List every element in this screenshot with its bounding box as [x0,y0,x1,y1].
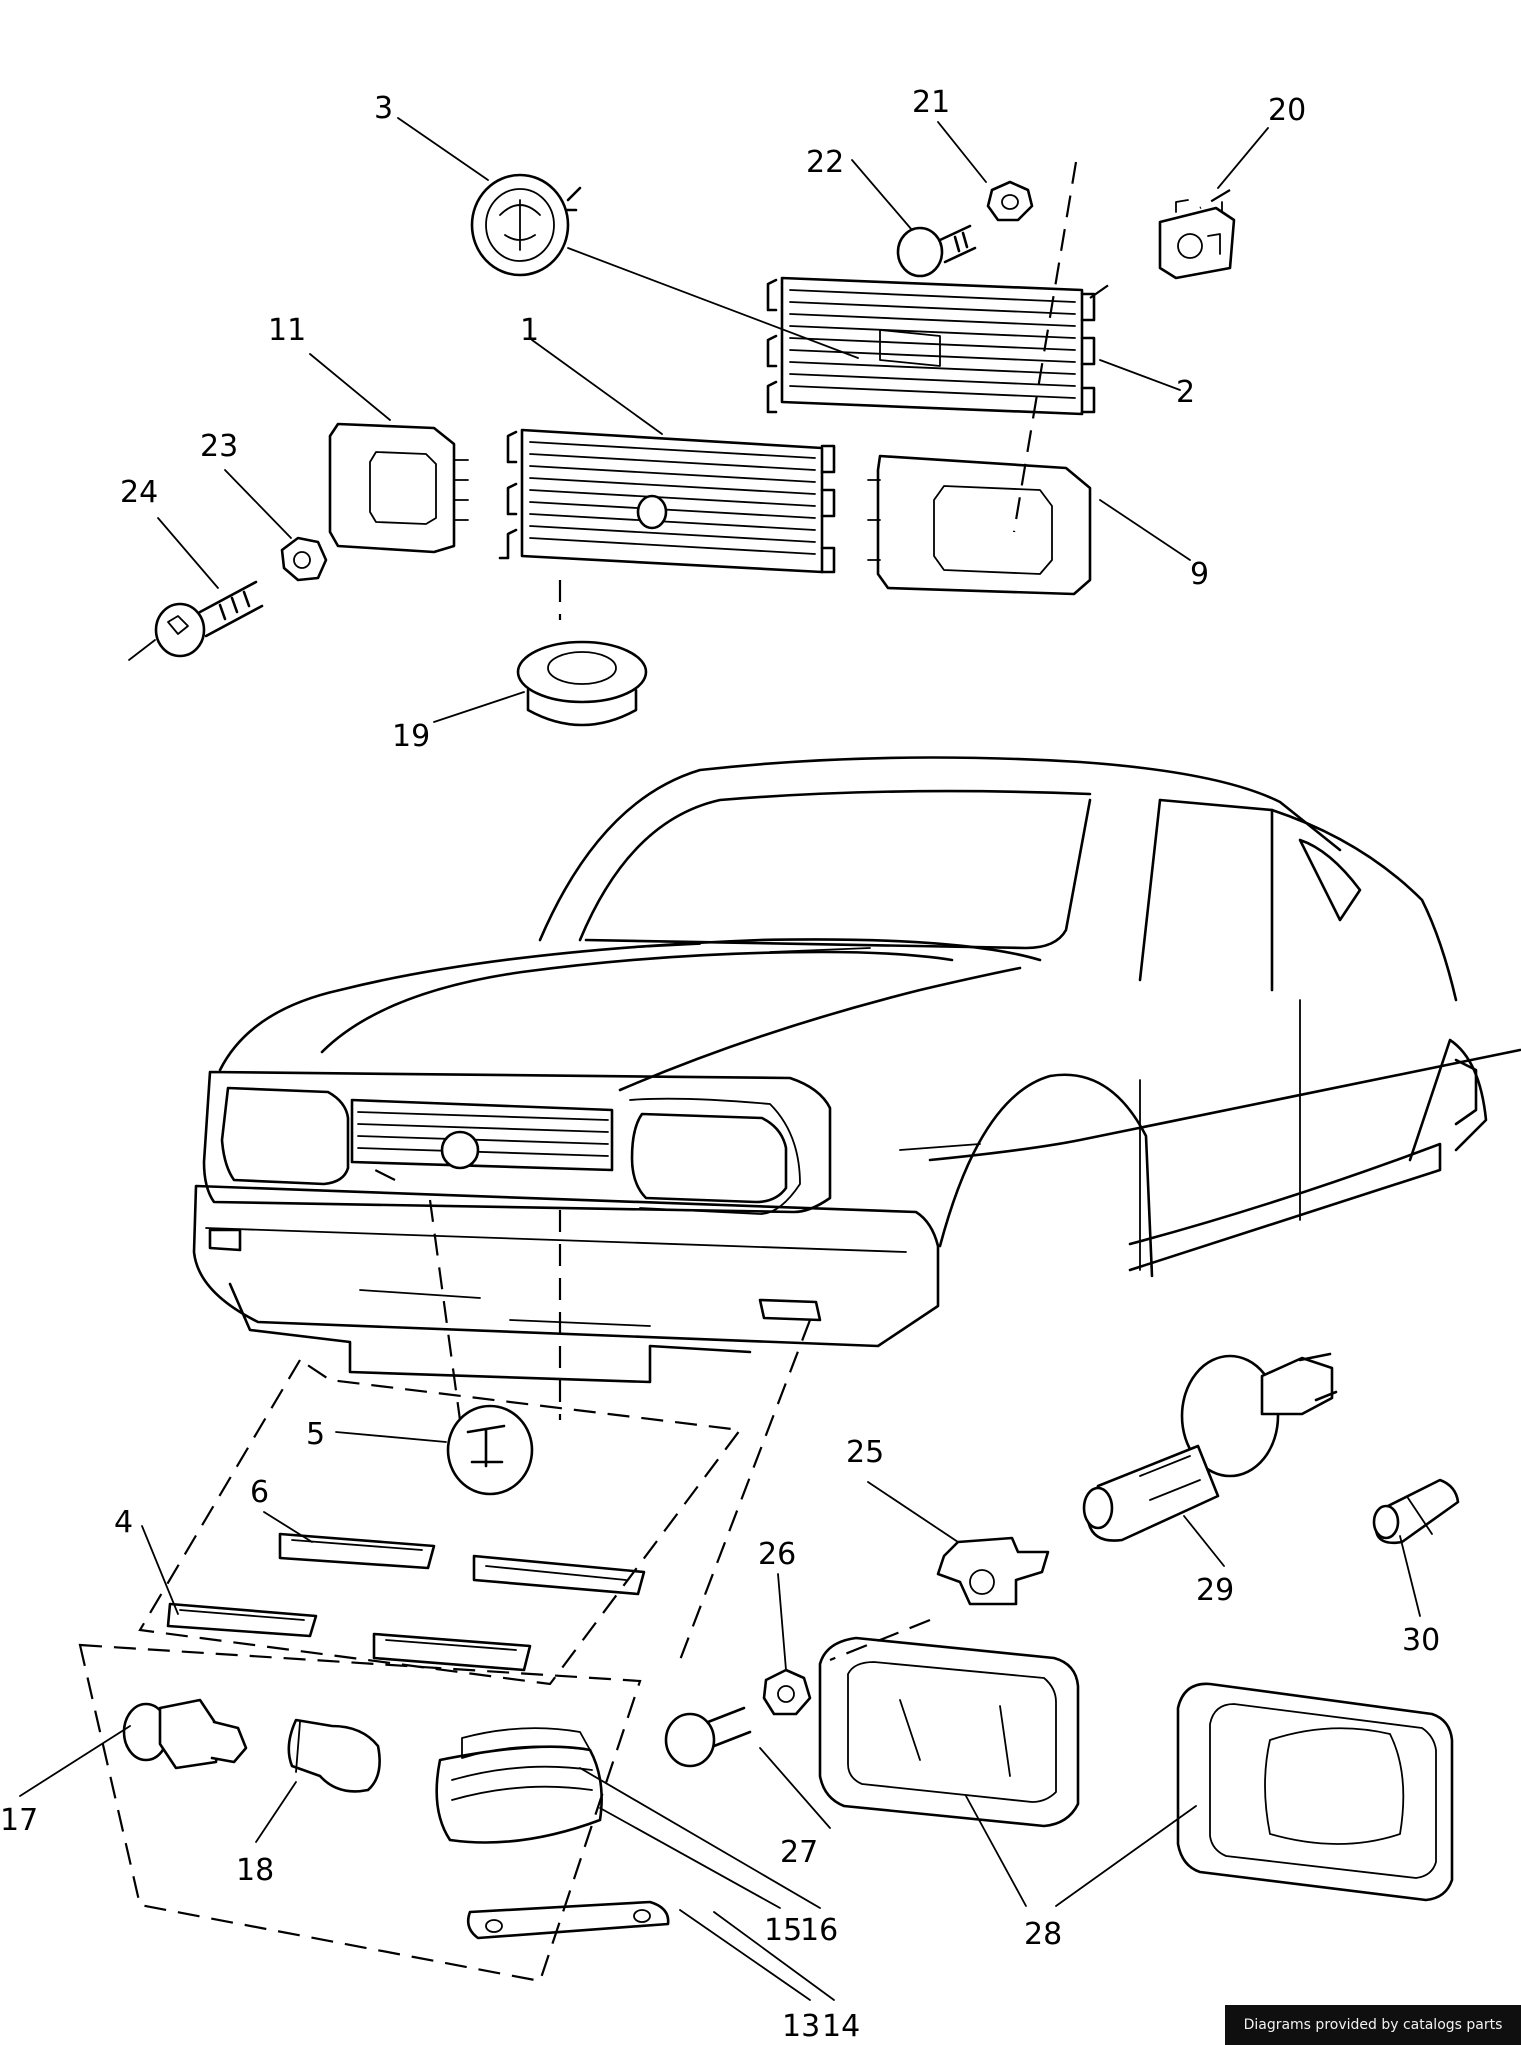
part-clip-25 [936,1536,1050,1606]
part-bolt-24 [128,580,264,661]
callout-20: 20 [1268,93,1306,128]
part-clip-20 [1158,199,1236,280]
part-grille-2 [766,276,1096,416]
part-headlamp-frame-9 [867,454,1092,596]
callout-14: 14 [822,2009,860,2044]
callout-30: 30 [1402,1623,1440,1658]
callout-15: 15 [764,1913,802,1948]
callout-labels: 1 2 3 4 5 6 9 11 13 14 15 16 17 18 19 20… [0,85,1440,2044]
callout-13: 13 [782,2009,820,2044]
callout-11: 11 [268,313,306,348]
callout-27: 27 [780,1835,818,1870]
part-bulb-holder-17 [122,1698,248,1770]
part-grommet-19 [516,640,648,727]
part-headlamp-frame-11 [328,422,469,554]
callout-24: 24 [120,475,158,510]
callout-17: 17 [0,1803,38,1838]
part-nut-23 [280,536,328,582]
part-headlamp-28-small [818,1636,1080,1828]
callout-29: 29 [1196,1573,1234,1608]
part-h4-bulb-29 [1082,1352,1338,1542]
callout-23: 23 [200,429,238,464]
part-trim-strips [166,1532,646,1672]
callout-2: 2 [1176,375,1195,410]
part-bulb-30 [1372,1478,1460,1545]
part-grille-1 [498,428,836,574]
part-indicator-lamp [435,1727,603,1844]
credit-badge: Diagrams provided by catalogs parts [1225,2005,1521,2045]
callout-21: 21 [912,85,950,120]
part-bolt-27 [664,1706,752,1768]
leader-lines [19,117,1421,2001]
callout-5: 5 [306,1417,325,1452]
car-body [192,756,1521,1384]
part-nut-21 [986,180,1034,222]
callout-28: 28 [1024,1917,1062,1952]
callout-9: 9 [1190,557,1209,592]
callout-19: 19 [392,719,430,754]
callout-6: 6 [250,1475,269,1510]
part-bracket [466,1900,670,1940]
assembly-lines [78,161,1231,1983]
callout-16: 16 [800,1913,838,1948]
callout-3: 3 [374,91,393,126]
part-nut-26 [762,1668,812,1716]
part-bolt-22 [896,224,977,278]
callout-18: 18 [236,1853,274,1888]
callout-25: 25 [846,1435,884,1470]
part-emblem-5 [446,1404,534,1496]
part-bulb-18 [287,1718,381,1793]
callout-26: 26 [758,1537,796,1572]
callout-4: 4 [114,1505,133,1540]
part-headlamp-28-large [1176,1682,1454,1902]
part-emblem-badge [470,173,582,277]
callout-1: 1 [520,313,539,348]
callout-22: 22 [806,145,844,180]
